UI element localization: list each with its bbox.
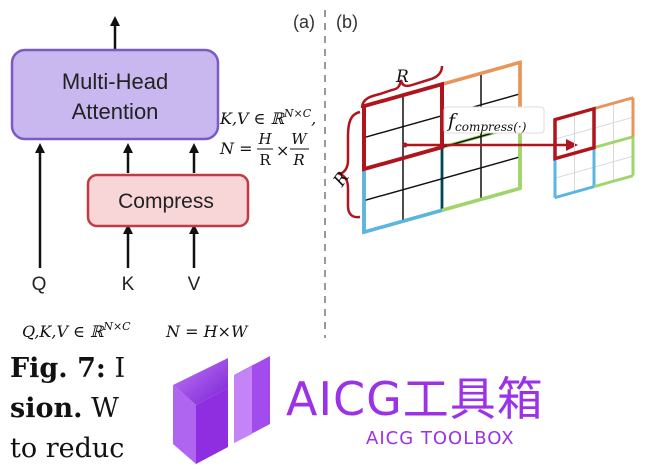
caption-line-1-text: I [105, 353, 126, 384]
brace-left [336, 110, 361, 219]
n-formula-prefix: N = [219, 139, 253, 158]
n-frac2-num: W [291, 130, 308, 148]
caption-line-3-text: to reduc [10, 433, 125, 464]
attention-label-line1: Multi-Head [62, 69, 168, 94]
caption-line-1: Fig. 7: I [10, 349, 125, 389]
watermark-subtitle: AICG TOOLBOX [366, 428, 515, 449]
compress-label: Compress [118, 190, 214, 213]
small-feature-grid [553, 96, 635, 200]
r-left-label: R [329, 168, 353, 191]
input-k: K [122, 274, 135, 295]
compress-window [362, 81, 444, 172]
n-times: × [276, 141, 289, 160]
watermark-title: AICG工具箱 [286, 372, 544, 426]
n-frac1-num: H [257, 130, 272, 148]
n-frac2-den: R [292, 151, 304, 169]
function-label: fcompress(·) [446, 110, 527, 134]
caption-sion: sion. [10, 393, 83, 424]
attention-block [10, 48, 220, 141]
panel-b-label: (b) [336, 12, 358, 32]
input-v: V [188, 274, 201, 295]
r-top-label: R [395, 67, 409, 87]
attention-label-line2: Attention [72, 99, 159, 124]
qkv-formula: Q,K,V ∈ ℝN×C [22, 320, 131, 341]
caption-fig-label: Fig. 7: [10, 353, 106, 384]
input-q: Q [32, 274, 47, 295]
large-feature-grid [362, 60, 522, 235]
n-frac1-den: R [259, 151, 271, 169]
caption-line-2-text: W [82, 393, 119, 424]
compress-arrow-origin [402, 142, 408, 148]
function-label-bg [443, 106, 545, 134]
caption-line-2: sion. W [10, 389, 119, 429]
caption-line-3: to reduc [10, 429, 124, 469]
compressed-token [553, 106, 596, 161]
kv-formula: K,V ∈ ℝN×C, [219, 107, 316, 128]
brace-top [360, 65, 444, 109]
compress-block [86, 173, 250, 228]
watermark-logo-icon [173, 356, 270, 464]
qkv-n-formula: N = H×W [165, 322, 249, 341]
panel-a-label: (a) [293, 12, 315, 32]
